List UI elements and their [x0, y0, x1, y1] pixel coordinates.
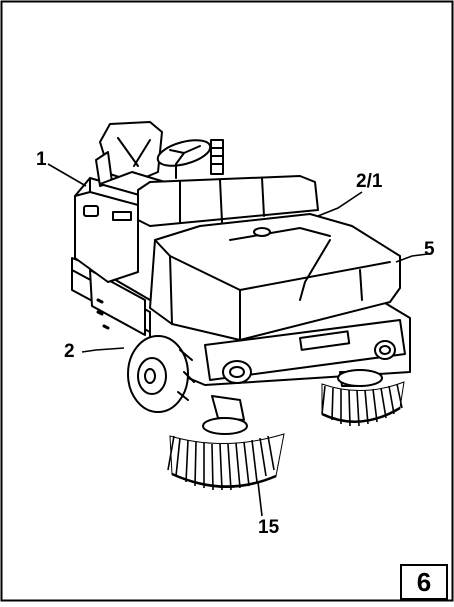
- front-grille: [299, 330, 351, 351]
- callout-1: 1: [36, 149, 47, 170]
- callout-2: 2: [64, 341, 75, 362]
- left-brush-plate: [202, 417, 248, 435]
- right-side-brush: [321, 381, 405, 427]
- callout-5: 5: [424, 239, 435, 260]
- side-panel: [89, 269, 146, 336]
- leader-15: [257, 481, 263, 517]
- leader-2: [81, 347, 125, 353]
- leader-2-1: [317, 191, 363, 217]
- hood-knob: [253, 227, 271, 237]
- callout-2-1: 2/1: [356, 171, 383, 192]
- leader-lines: [47, 163, 429, 517]
- leader-1: [47, 163, 87, 187]
- leader-5: [395, 253, 429, 263]
- figure-number: 6: [416, 566, 432, 597]
- figure-number-box: 6: [400, 564, 448, 600]
- sweeper-machine: [71, 121, 411, 435]
- callout-15: 15: [258, 517, 280, 538]
- upper-body: [137, 175, 319, 227]
- seat-back: [99, 121, 163, 183]
- left-brush-mount: [211, 395, 245, 421]
- tank-label: [112, 211, 132, 221]
- hopper-hood: [149, 213, 401, 341]
- right-brush-plate: [337, 369, 383, 387]
- left-side-brush: [167, 433, 285, 491]
- tank-cap: [83, 205, 99, 217]
